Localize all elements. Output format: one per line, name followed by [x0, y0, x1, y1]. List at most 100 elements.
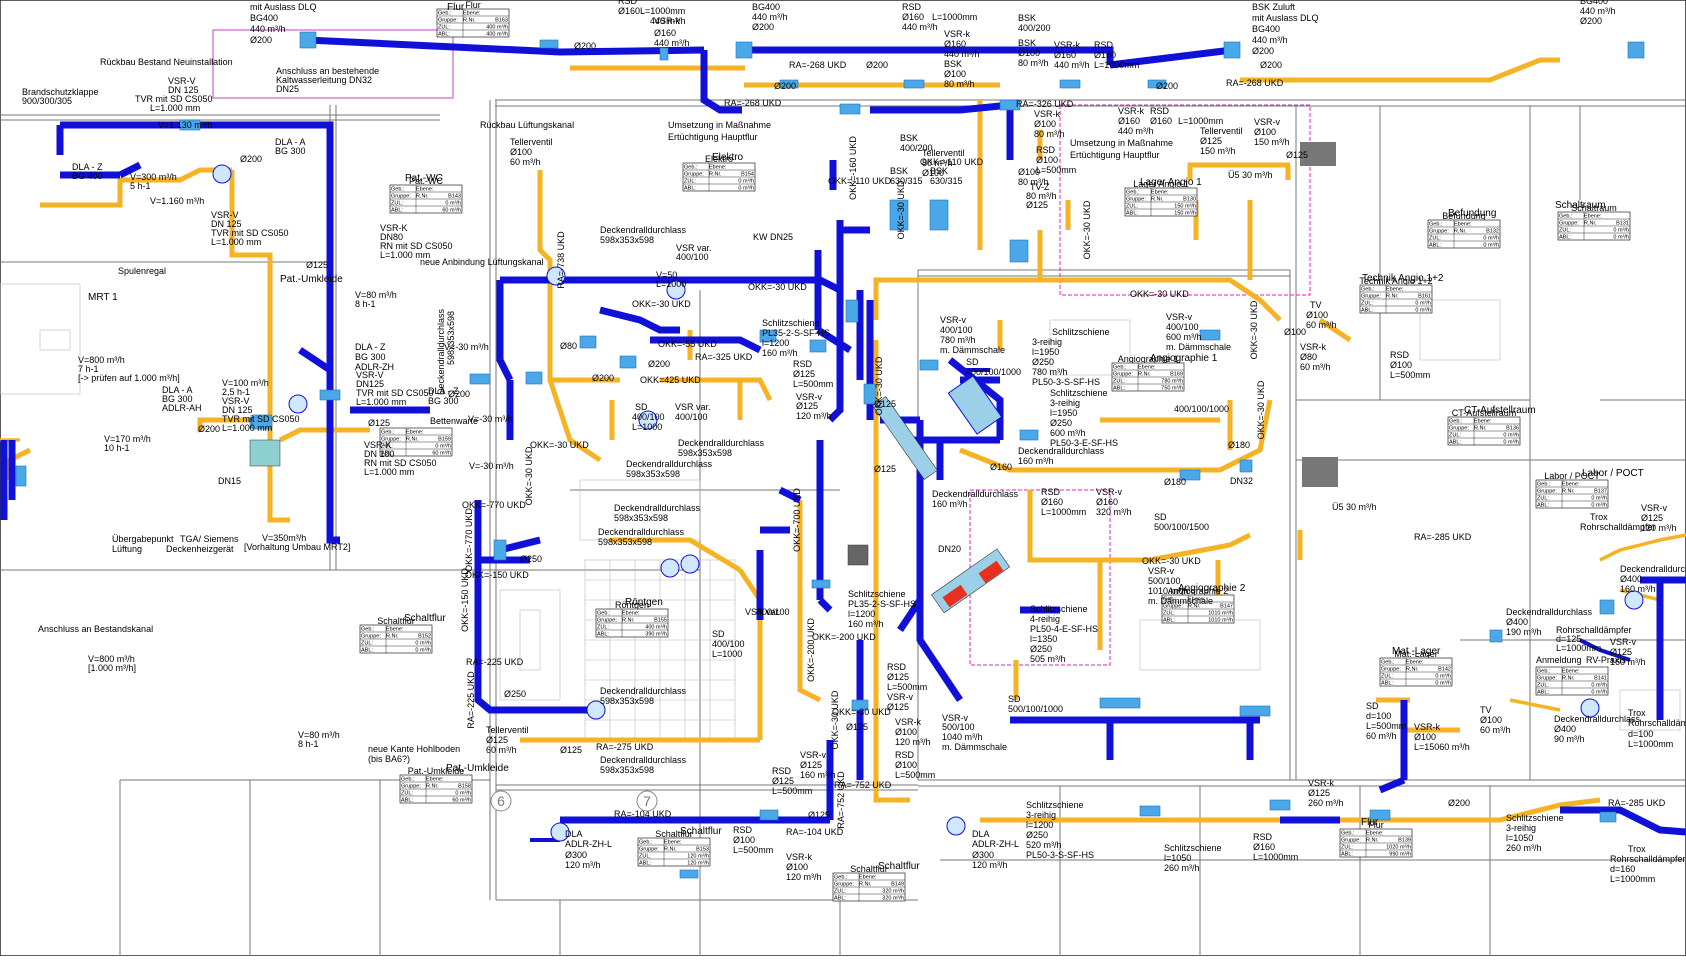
vertical-duct-label: OKK=-150 UKD — [460, 568, 470, 632]
table-cell: 0 m³/h — [1591, 683, 1607, 689]
duct-label: Schlitzschiene — [1506, 813, 1564, 823]
table-cell: Ebene: — [1562, 482, 1580, 488]
duct-label: Ø200 — [448, 389, 470, 399]
duct-label: RA=-225 UKD — [466, 657, 524, 667]
duct-label: L=1000mm — [1041, 507, 1086, 517]
duct-label: DLA - Z — [355, 342, 386, 352]
duct-label: BSK — [944, 59, 962, 69]
duct-label: L=1.000 mm — [222, 423, 272, 433]
duct-label: VSR-k — [654, 16, 681, 26]
room-data-table: SchaltflurGeb.:Ebene:Gruppe:R.Nr.B149ZUL… — [832, 864, 906, 902]
duct-label: DLA — [972, 829, 990, 839]
duct-label: Ø125 — [1641, 513, 1663, 523]
duct-label: 260 m³/h — [1506, 843, 1542, 853]
duct-label: Schlitzschiene — [1030, 604, 1088, 614]
table-title: Elektro — [705, 154, 733, 164]
duct-label: VSR-V — [211, 210, 239, 220]
duct-label: ADLR-ZH-L — [565, 839, 612, 849]
table-cell: Geb.: — [391, 187, 405, 193]
duct-label: Ø160 — [1094, 50, 1116, 60]
duct-label: L=1000mm — [1610, 874, 1655, 884]
duct-label: 440 m³/h — [250, 24, 286, 34]
table-cell: 0 m³/h — [1483, 243, 1499, 249]
table-cell: B159 — [438, 437, 451, 443]
table-cell: 150 m³/h — [1174, 211, 1196, 217]
duct-label: 4-reihig — [1030, 614, 1060, 624]
table-cell: Ebene: — [709, 165, 727, 171]
table-cell: 0 m³/h — [738, 186, 754, 192]
room-data-table: Labor / POCTGeb.:Ebene:Gruppe:R.Nr.B137Z… — [1535, 471, 1609, 509]
duct-label: Tellerventil — [922, 148, 965, 158]
duct-label: 440 m³/h — [650, 16, 686, 26]
table-cell: Geb.: — [834, 875, 848, 881]
duct-label: 440 m³/h — [1118, 126, 1154, 136]
table-cell: Gruppe: — [1381, 667, 1401, 673]
supply-ducts — [0, 36, 1686, 842]
duct-label: RSD — [793, 359, 813, 369]
duct-label: Ø250 — [1050, 418, 1072, 428]
room-name: Mat.-Lager — [1392, 646, 1441, 657]
table-cell: B147 — [1220, 604, 1233, 610]
table-cell: ZUL: — [597, 625, 609, 631]
duct-label: 630/315 — [930, 176, 963, 186]
duct-label: mit Auslass DLQ — [250, 2, 317, 12]
table-cell: R.Nr. — [1562, 489, 1575, 495]
table-cell: R.Nr. — [463, 18, 476, 24]
duct-label: BSK — [890, 166, 908, 176]
table-cell: R.Nr. — [386, 634, 399, 640]
duct-label: l=1050 — [1164, 853, 1191, 863]
duct-label: Ø160 — [902, 12, 924, 22]
duct-label: OKK=-55 UKD — [658, 339, 717, 349]
duct-label: Ø125 — [846, 722, 868, 732]
duct-label: Schlitzschiene — [1050, 388, 1108, 398]
duct-label: Ø300 — [972, 850, 994, 860]
table-cell: R.Nr. — [709, 172, 722, 178]
duct-label: m. Dämmschale — [1166, 342, 1231, 352]
table-cell: Ebene: — [1386, 287, 1404, 293]
table-cell: Gruppe: — [381, 437, 401, 443]
table-cell: B161 — [1418, 294, 1431, 300]
room-name: Flur — [1361, 817, 1379, 828]
table-cell: R.Nr. — [1454, 229, 1467, 235]
duct-label: Ø200 — [866, 60, 888, 70]
room-data-table: Angiographie 1Geb.:Ebene:Gruppe:R.Nr.B16… — [1111, 354, 1185, 392]
table-title: Flur — [1368, 820, 1384, 830]
duct-label: BSK — [1018, 13, 1036, 23]
duct-label: RA=-268 UKD — [724, 98, 782, 108]
table-cell: Ebene: — [1454, 222, 1472, 228]
table-cell: Geb.: — [1361, 287, 1375, 293]
duct-label: Anschluss an Bestandskanal — [38, 624, 153, 634]
duct-label: V=-30 m³/h — [444, 342, 489, 352]
duct-label: Rohrschalldämpfer — [1580, 522, 1656, 532]
room-data-table: BefundungGeb.:Ebene:Gruppe:R.Nr.B132ZUL:… — [1427, 211, 1501, 249]
duct-label: 598x353x598 — [614, 513, 668, 523]
duct-label: Ø80 — [1300, 352, 1317, 362]
duct-label: 400/100 — [712, 639, 745, 649]
duct-label: VSR-v — [942, 713, 969, 723]
table-cell: Gruppe: — [1559, 221, 1579, 227]
duct-label: V=-30 m³/h — [468, 414, 513, 424]
duct-label: Rückbau Lüftungskanal — [480, 120, 574, 130]
duct-label: l=1950 — [1032, 347, 1059, 357]
table-cell: ZUL: — [1163, 611, 1175, 617]
duct-label: SD — [1366, 701, 1379, 711]
duct-label: Ø100 — [786, 862, 808, 872]
table-cell: Ebene: — [1474, 419, 1492, 425]
table-cell: 0 m³/h — [1503, 433, 1519, 439]
duct-label: VSR-V — [356, 370, 384, 380]
duct-label: Ü5 30 m³/h — [1228, 170, 1273, 180]
duct-label: Ø100 — [1390, 360, 1412, 370]
duct-label: 598x353x598 — [600, 235, 654, 245]
table-cell: ZUL: — [1381, 674, 1393, 680]
duct-label: L=1000 — [712, 649, 742, 659]
duct-label: BSK Zuluft — [1252, 2, 1296, 12]
room-data-table: Lager Angio 1Geb.:Ebene:Gruppe:R.Nr.B130… — [1124, 179, 1198, 217]
table-cell: B142 — [1438, 667, 1451, 673]
duct-label: 400/100/1000 — [966, 367, 1021, 377]
vertical-duct-label: OKK=-30 UKD — [874, 356, 884, 415]
duct-label: Ø400 — [1620, 574, 1642, 584]
duct-label: Ø80 — [560, 341, 577, 351]
